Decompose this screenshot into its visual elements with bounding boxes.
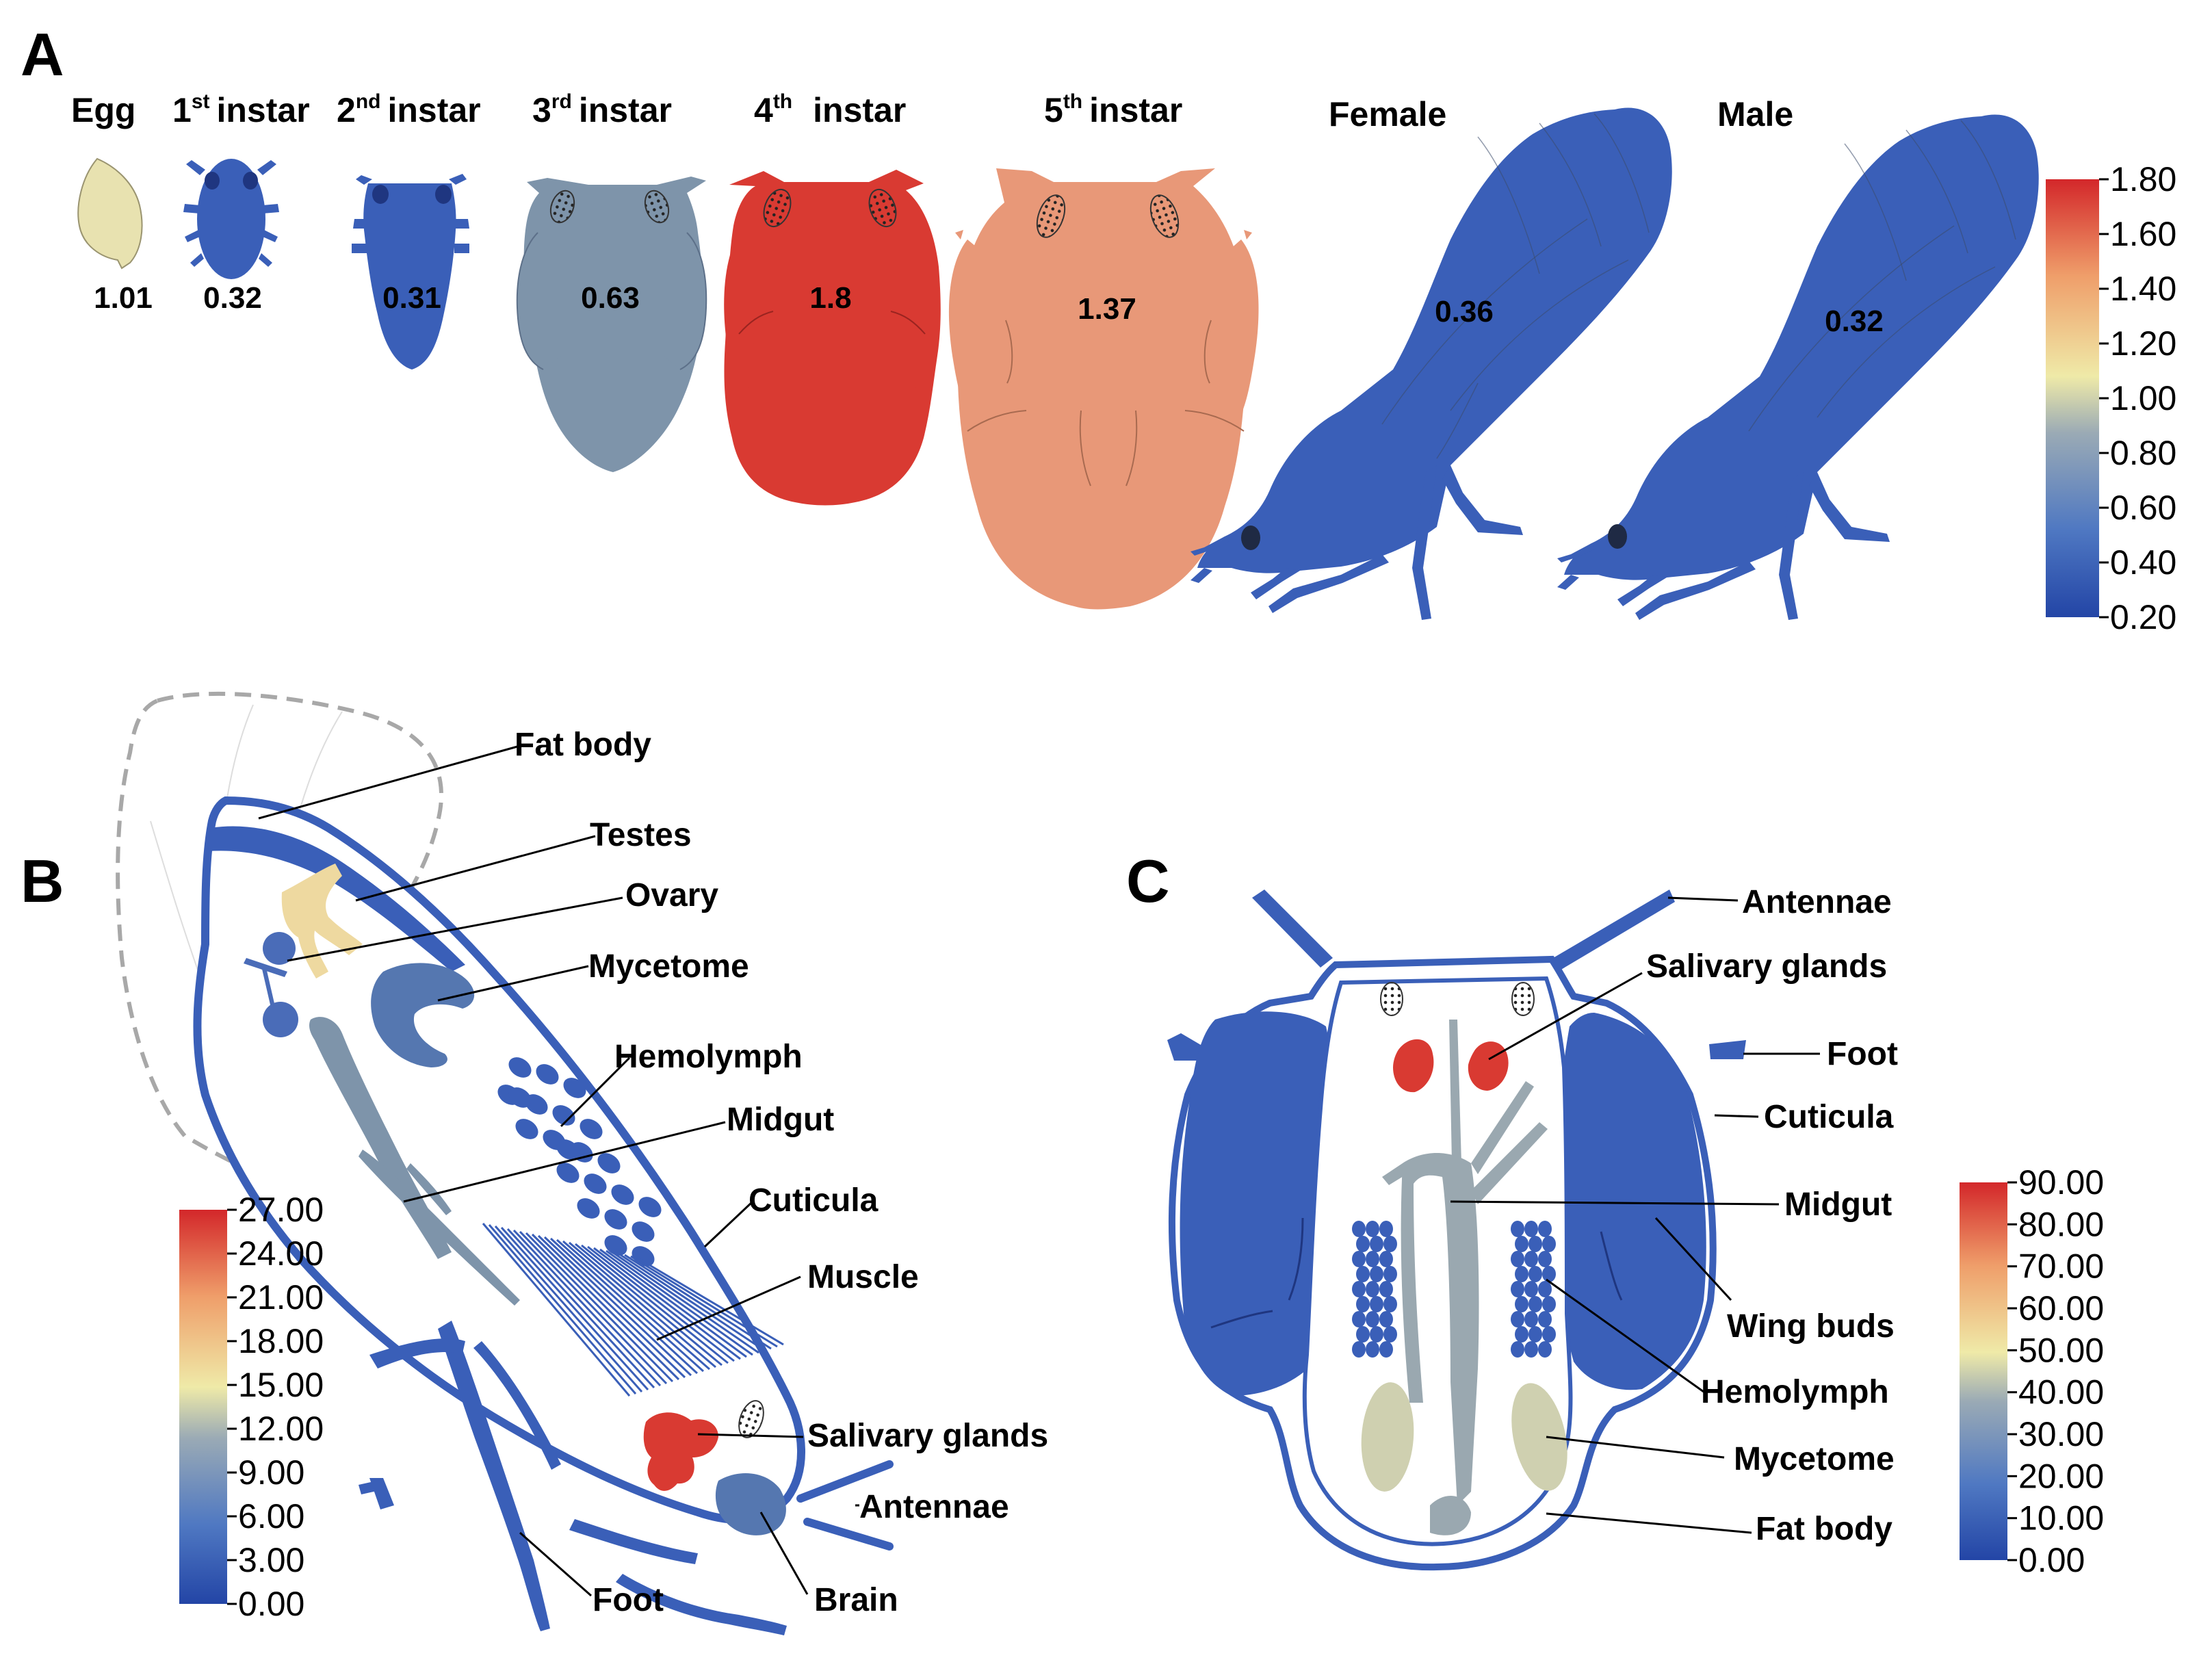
label-b-midgut: Midgut [727, 1102, 834, 1138]
panel-a-letter: A [21, 21, 64, 88]
label-b-testes: Testes [590, 817, 692, 853]
instar-4-shape [724, 170, 941, 506]
male-adult-shape [1557, 114, 2039, 620]
panel-b-longitudinal-section [116, 691, 894, 1635]
panel-a-color-scale: 1.80 1.60 1.40 1.20 1.00 0.80 0.60 0.40 0.20 [2046, 160, 2176, 636]
scale-a-tick-label: 1.20 [2110, 324, 2176, 363]
label-b-ovary: Ovary [625, 877, 718, 913]
egg-shape [77, 157, 143, 270]
label-c-hemolymph: Hemolymph [1701, 1374, 1889, 1410]
scale-b-tick-label: 27.00 [238, 1191, 324, 1229]
scale-b-tick-label: 9.00 [238, 1453, 304, 1492]
panel-c-labels: Antennae Salivary glands Foot Cuticula M… [1646, 884, 1898, 1547]
scale-c-tick-label: 80.00 [2018, 1205, 2104, 1243]
panel-a-scale-bar [2046, 179, 2099, 617]
value-egg: 1.01 [94, 281, 153, 315]
label-c-foot: Foot [1827, 1036, 1898, 1072]
scale-a-tick-label: 0.80 [2110, 434, 2176, 472]
label-b-brain: Brain [814, 1582, 898, 1618]
label-c-fat-body: Fat body [1756, 1511, 1892, 1547]
value-instar-5: 1.37 [1078, 292, 1136, 326]
scale-a-tick-label: 0.40 [2110, 543, 2176, 582]
scale-a-tick-label: 0.20 [2110, 598, 2176, 636]
value-instar-1: 0.32 [203, 281, 262, 315]
scale-b-tick-label: 6.00 [238, 1497, 304, 1535]
scale-c-tick-label: 30.00 [2018, 1415, 2104, 1453]
label-c-midgut: Midgut [1784, 1186, 1892, 1223]
instar-3-shape [516, 177, 707, 472]
label-b-foot: Foot [593, 1582, 664, 1618]
panel-c-scale-bar [1960, 1182, 2007, 1560]
label-b-antennae: Antennae [859, 1489, 1009, 1525]
label-b-salivary-glands: Salivary glands [807, 1418, 1048, 1454]
label-b-mycetome: Mycetome [588, 948, 749, 985]
label-c-cuticula: Cuticula [1764, 1099, 1894, 1135]
label-c-salivary-glands: Salivary glands [1646, 948, 1887, 985]
scale-a-tick-label: 1.80 [2110, 160, 2176, 198]
scale-a-tick-label: 0.60 [2110, 489, 2176, 527]
scale-c-tick-label: 90.00 [2018, 1163, 2104, 1202]
female-adult-shape [1190, 107, 1672, 620]
label-c-mycetome: Mycetome [1734, 1441, 1895, 1477]
label-b-cuticula: Cuticula [749, 1182, 879, 1219]
scale-b-tick-label: 21.00 [238, 1278, 324, 1317]
stage-values: 1.01 0.32 0.31 0.63 1.8 1.37 0.36 0.32 [94, 281, 1884, 338]
panel-b-leaders [258, 744, 859, 1597]
stage-title-female: Female [1329, 95, 1446, 133]
instar-2-shape [352, 174, 469, 369]
panel-b-letter: B [21, 847, 64, 915]
stage-title-egg: Egg [71, 91, 135, 129]
value-instar-2: 0.31 [382, 281, 441, 315]
scale-c-tick-label: 60.00 [2018, 1289, 2104, 1327]
value-instar-3: 0.63 [581, 281, 640, 315]
scale-b-tick-label: 24.00 [238, 1234, 324, 1273]
scale-a-tick-label: 1.40 [2110, 270, 2176, 308]
scale-a-tick-label: 1.00 [2110, 379, 2176, 417]
value-female: 0.36 [1435, 295, 1494, 328]
scale-c-tick-label: 50.00 [2018, 1331, 2104, 1369]
scale-c-tick-label: 20.00 [2018, 1457, 2104, 1495]
label-b-hemolymph: Hemolymph [614, 1039, 803, 1075]
scale-b-tick-label: 18.00 [238, 1322, 324, 1360]
panel-b-labels: Fat body Testes Ovary Mycetome Hemolymph… [515, 727, 1048, 1618]
scale-c-tick-label: 0.00 [2018, 1541, 2085, 1579]
scale-c-tick-label: 40.00 [2018, 1373, 2104, 1412]
scale-b-tick-label: 12.00 [238, 1410, 324, 1448]
scale-b-tick-label: 0.00 [238, 1585, 304, 1623]
panel-c-cross-section [1167, 890, 1746, 1571]
label-b-fat-body: Fat body [515, 727, 651, 763]
instar-1-shape [183, 159, 279, 279]
label-b-muscle: Muscle [807, 1259, 919, 1295]
value-male: 0.32 [1825, 304, 1884, 338]
scale-c-tick-label: 10.00 [2018, 1499, 2104, 1538]
label-c-antennae: Antennae [1742, 884, 1892, 920]
panel-b-scale-bar [179, 1210, 227, 1604]
instar-5-shape [948, 168, 1259, 610]
scale-a-tick-label: 1.60 [2110, 215, 2176, 253]
stage-title-male: Male [1717, 95, 1793, 133]
panel-b-color-scale: 27.00 24.00 21.00 18.00 15.00 12.00 9.00 6.00 3.… [179, 1191, 324, 1623]
scale-b-tick-label: 3.00 [238, 1541, 304, 1579]
panel-c-letter: C [1126, 847, 1170, 915]
value-instar-4: 1.8 [809, 281, 851, 315]
scale-b-tick-label: 15.00 [238, 1366, 324, 1404]
panel-c-leaders [1450, 896, 1820, 1534]
label-c-wing-buds: Wing buds [1727, 1308, 1895, 1345]
scale-c-tick-label: 70.00 [2018, 1247, 2104, 1286]
